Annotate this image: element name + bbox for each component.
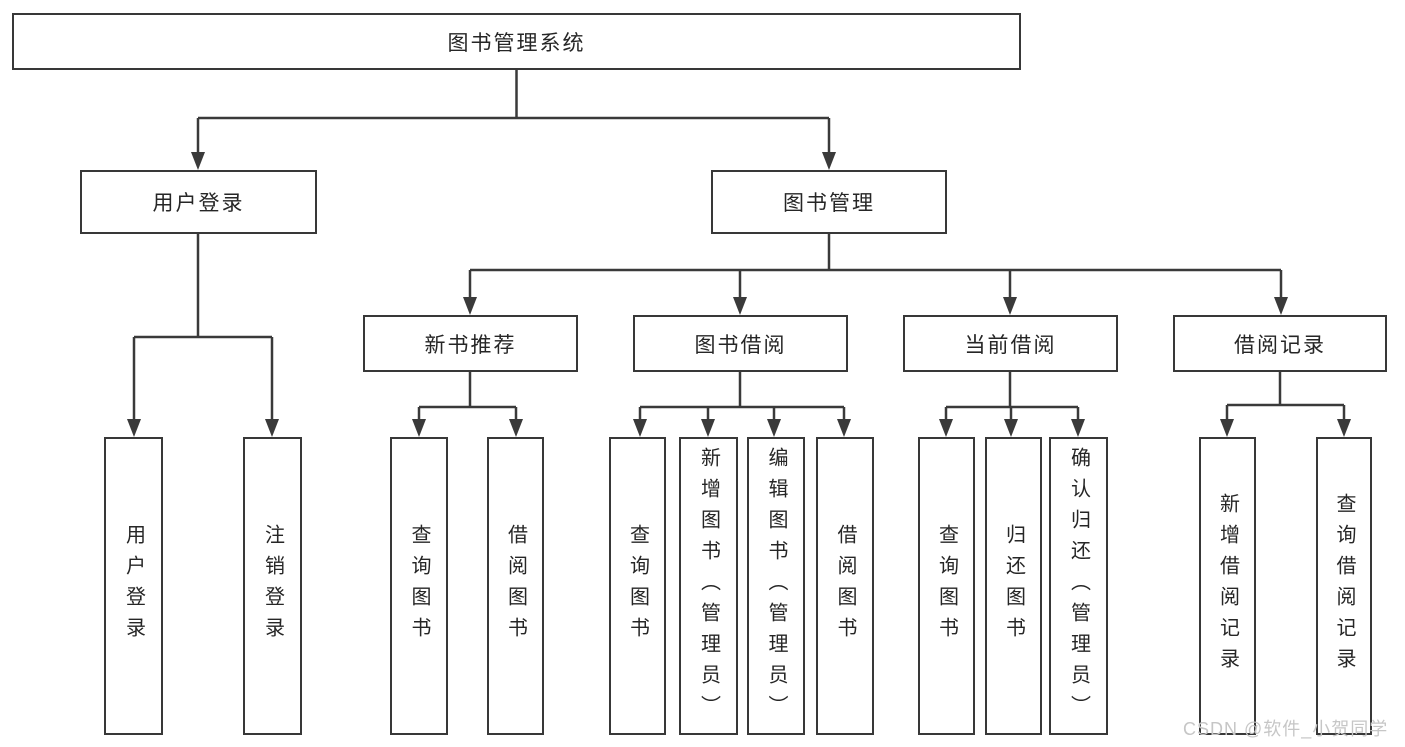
node-book-management: 图书管理 [711,170,947,234]
connector-book-borrow-to-children [633,372,851,437]
node-leaf-add-books-admin: 新增图书（管理员） [679,437,738,735]
node-book-borrowing-label: 图书借阅 [694,333,787,357]
node-book-management-label: 图书管理 [783,192,875,215]
node-book-borrowing: 图书借阅 [633,315,848,372]
node-leaf-borrow-books-borrowing-label: 借阅图书 [834,524,856,648]
node-leaf-logout: 注销登录 [243,437,302,735]
node-leaf-user-login-label: 用户登录 [122,524,145,648]
node-user-login-label: 用户登录 [152,192,245,215]
node-current-borrowing: 当前借阅 [903,315,1118,372]
node-leaf-query-books-borrowing-label: 查询图书 [626,524,649,648]
node-leaf-edit-books-admin: 编辑图书（管理员） [747,437,805,735]
connector-current-borrow-to-children [939,372,1085,437]
node-new-book-recommend-label: 新书推荐 [424,333,517,357]
csdn-watermark: CSDN @软件_小贺同学 [1183,719,1389,739]
node-leaf-borrow-books-borrowing: 借阅图书 [816,437,874,735]
node-leaf-borrow-books-recommend-label: 借阅图书 [504,524,527,648]
node-leaf-user-login: 用户登录 [104,437,163,735]
node-leaf-confirm-return-admin: 确认归还（管理员） [1049,437,1108,735]
node-leaf-borrow-books-recommend: 借阅图书 [487,437,544,735]
node-leaf-query-borrow-record-label: 查询借阅记录 [1333,493,1355,679]
connector-book-mgmt-to-level3 [463,234,1288,315]
node-borrowing-records-label: 借阅记录 [1234,333,1326,357]
node-user-login: 用户登录 [80,170,317,234]
node-leaf-add-books-admin-label: 新增图书（管理员） [697,446,720,726]
node-current-borrowing-label: 当前借阅 [964,333,1057,357]
node-leaf-confirm-return-admin-label: 确认归还（管理员） [1067,446,1090,726]
node-leaf-add-borrow-record-label: 新增借阅记录 [1216,493,1239,679]
node-leaf-query-borrow-record: 查询借阅记录 [1316,437,1372,735]
node-leaf-query-books-current: 查询图书 [918,437,975,735]
node-root-system-label: 图书管理系统 [447,31,586,55]
node-root-system: 图书管理系统 [12,13,1021,70]
node-leaf-query-books-recommend-label: 查询图书 [408,524,430,648]
connector-borrow-records-to-children [1220,372,1351,437]
node-leaf-return-books: 归还图书 [985,437,1042,735]
node-leaf-edit-books-admin-label: 编辑图书（管理员） [765,446,787,726]
node-leaf-query-books-recommend: 查询图书 [390,437,448,735]
node-leaf-add-borrow-record: 新增借阅记录 [1199,437,1256,735]
node-borrowing-records: 借阅记录 [1173,315,1387,372]
node-leaf-logout-label: 注销登录 [261,524,284,648]
node-new-book-recommend: 新书推荐 [363,315,578,372]
node-leaf-query-books-current-label: 查询图书 [935,524,958,648]
connector-root-to-level2 [191,70,836,170]
connector-user-login-to-children [127,234,279,437]
node-leaf-query-books-borrowing: 查询图书 [609,437,666,735]
node-leaf-return-books-label: 归还图书 [1002,524,1025,648]
connector-new-book-rec-to-children [412,372,523,437]
